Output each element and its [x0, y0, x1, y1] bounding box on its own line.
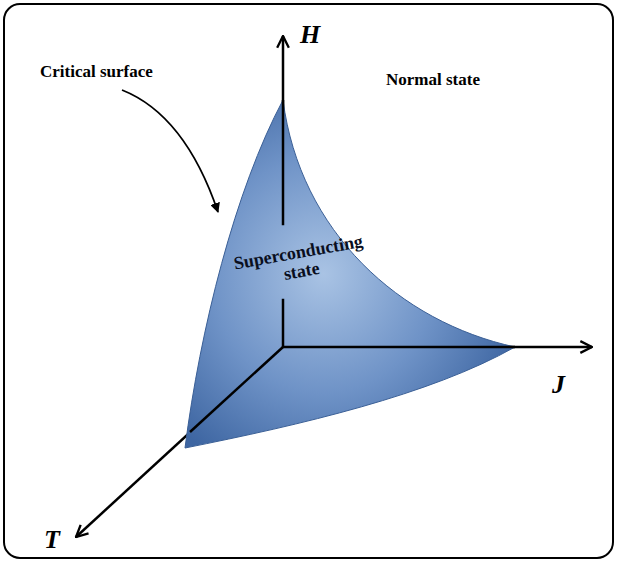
axis-label: T: [44, 525, 60, 555]
leader-arrow: [122, 90, 218, 212]
callout-label: Critical surface: [40, 62, 153, 82]
surface-shape: [182, 96, 518, 452]
axis-segments: [190, 100, 515, 432]
surface-fill: [185, 100, 515, 448]
t-axis: [76, 347, 283, 537]
j-axis: [283, 346, 592, 349]
frame: [4, 4, 613, 558]
phase-surface: Superconducting state: [182, 96, 518, 452]
axis-label: J: [552, 370, 565, 400]
region-label: Normal state: [386, 70, 480, 90]
axis-label: H: [300, 20, 320, 50]
h-axis: [282, 36, 285, 347]
